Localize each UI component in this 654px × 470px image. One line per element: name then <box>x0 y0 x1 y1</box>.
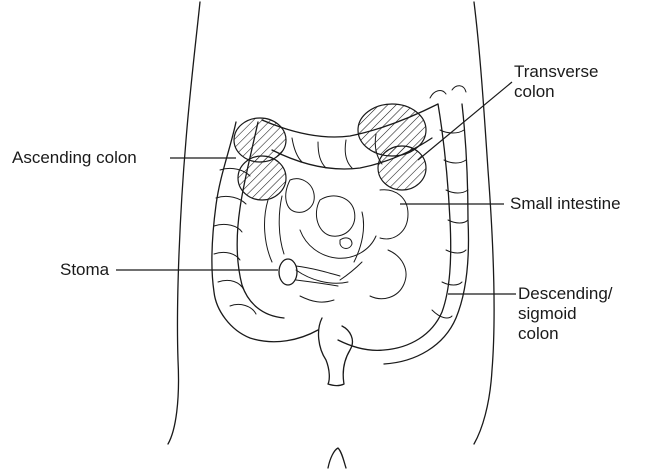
torso-outline <box>168 2 494 468</box>
hatched-region-left-lower <box>238 156 286 200</box>
leader-transverse <box>418 82 512 160</box>
label-ascending-colon: Ascending colon <box>12 148 137 168</box>
hatched-region-right-lower <box>378 146 426 190</box>
hatched-regions <box>234 104 426 200</box>
label-small-intestine: Small intestine <box>510 194 621 214</box>
hatched-region-left-upper <box>234 118 286 162</box>
label-transverse-colon: Transverse colon <box>514 62 598 102</box>
leader-lines <box>116 82 516 294</box>
label-descending-sigmoid-colon: Descending/ sigmoid colon <box>518 284 613 344</box>
small-intestine <box>265 179 408 302</box>
stoma-shape <box>279 259 340 286</box>
label-stoma: Stoma <box>60 260 109 280</box>
